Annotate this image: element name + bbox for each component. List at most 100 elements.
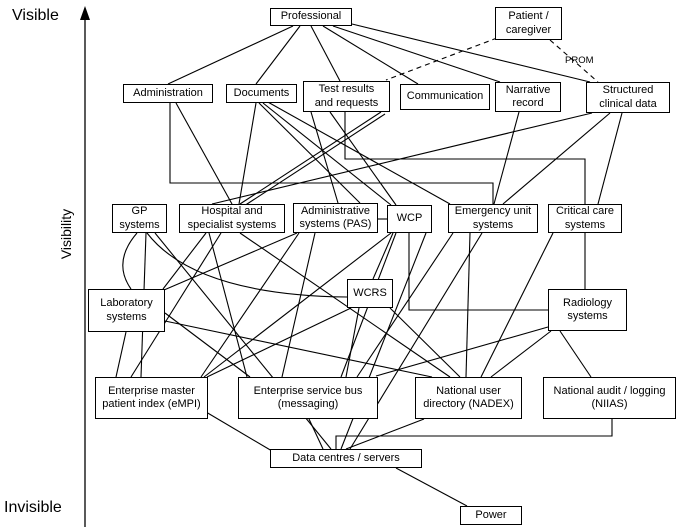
edge-pas-laboratory — [163, 232, 298, 291]
edge-esb-data-centres — [308, 418, 324, 450]
edge-wcrs-esb — [345, 307, 360, 378]
node-label: Documents — [233, 86, 290, 99]
edge-emergency-unit-nadex — [465, 232, 471, 378]
edge-structured-clinical-data-critical-care — [597, 112, 623, 205]
edge-empi-data-centres — [205, 411, 273, 452]
edge-wcrs-nadex — [389, 307, 461, 378]
edge-laboratory-empi — [115, 331, 127, 378]
edge-documents-pas — [258, 102, 361, 204]
edge-documents-wcp — [262, 102, 392, 206]
edge-professional-structured-clinical-data — [351, 23, 591, 83]
node-niias: National audit / logging(NIIAS) — [543, 377, 676, 419]
node-label: systems — [106, 310, 147, 323]
edge-professional-documents — [255, 25, 301, 85]
node-patient-caregiver: Patient /caregiver — [495, 7, 562, 40]
edge-pas-empi — [200, 232, 300, 378]
node-label: (NIIAS) — [591, 398, 628, 410]
edge-hospital-systems-empi — [130, 232, 222, 378]
edge-radiology-nadex — [490, 330, 552, 378]
edge-professional-administration — [167, 25, 294, 85]
node-label: Professional — [280, 10, 342, 23]
node-label: clinical data — [599, 97, 657, 110]
edge-nadex-data-centres — [345, 418, 425, 450]
axis-label-invisible: Invisible — [4, 499, 62, 516]
node-label: and requests — [314, 96, 379, 109]
edge-documents-emergency-unit — [265, 100, 451, 205]
edge-radiology-niias — [559, 330, 592, 378]
node-label: WCRS — [353, 286, 387, 299]
edge-radiology-esb — [375, 326, 549, 377]
node-professional: Professional — [270, 8, 352, 26]
edge-professional-narrative-record — [332, 25, 501, 83]
node-label: Administrative — [300, 204, 371, 217]
edge-wcp-wcrs — [372, 232, 394, 280]
node-label: Radiology — [563, 296, 612, 309]
edge-critical-care-nadex — [480, 232, 554, 378]
edge-wcrs-empi — [206, 307, 352, 378]
node-communication: Communication — [400, 84, 490, 110]
node-label: Narrative — [505, 83, 551, 96]
axis-label-visible: Visible — [12, 7, 59, 24]
node-wcrs: WCRS — [347, 279, 393, 308]
edge-gp-systems-wcrs — [146, 232, 348, 298]
node-label: Laboratory — [100, 297, 153, 310]
node-label: National user — [436, 384, 501, 397]
node-label: Data centres / servers — [292, 451, 400, 464]
edge-structured-clinical-data-hospital-systems — [211, 112, 593, 205]
edge-structured-clinical-data-emergency-unit — [502, 112, 611, 205]
node-power: Power — [460, 506, 522, 525]
edge-test-results-hospital-systems — [239, 111, 382, 205]
node-label: patient index (eMPI) — [102, 398, 201, 410]
edge-emergency-unit-esb — [356, 232, 454, 378]
node-label: Critical care — [555, 205, 615, 218]
node-label: specialist systems — [187, 218, 277, 231]
edge-patient-caregiver-test-results — [385, 37, 498, 81]
edge-professional-test-results — [310, 25, 341, 82]
axis-arrowhead-icon — [80, 6, 90, 20]
edge-test-results-pas — [310, 111, 339, 204]
node-label: Emergency unit — [454, 205, 532, 218]
node-label: Structured — [602, 84, 654, 97]
node-label: caregiver — [505, 23, 552, 36]
edge-gp-systems-laboratory — [122, 232, 138, 290]
node-label: systems — [119, 218, 160, 231]
edge-administration-hospital-systems — [175, 102, 233, 205]
edge-niias-data-centres — [335, 419, 613, 449]
edge-pas-esb — [281, 232, 316, 378]
node-label: Enterprise service bus — [253, 384, 363, 397]
node-label: Communication — [406, 90, 484, 103]
node-documents: Documents — [226, 84, 297, 103]
node-label: systems (PAS) — [299, 218, 372, 230]
edge-wcp-empi — [203, 232, 392, 378]
edge-administration-emergency-unit — [169, 103, 494, 204]
edge-hospital-systems-esb — [208, 232, 248, 378]
edge-wcp-radiology — [408, 233, 548, 311]
node-label: directory (NADEX) — [423, 398, 514, 410]
axis-label-visibility: Visibility — [58, 208, 74, 260]
node-label: Power — [475, 508, 507, 521]
node-label: systems — [564, 218, 606, 231]
node-administration: Administration — [123, 84, 213, 103]
node-label: GP — [131, 205, 148, 218]
node-label: WCP — [396, 212, 423, 225]
node-label: Test results — [318, 83, 375, 96]
node-label: National audit / logging — [553, 384, 666, 397]
edge-documents-hospital-systems — [238, 102, 257, 205]
node-label: Patient / — [508, 10, 549, 23]
node-wcp: WCP — [387, 205, 432, 233]
node-label: Hospital and — [201, 205, 263, 218]
node-label: systems — [567, 310, 608, 322]
node-label: Administration — [133, 86, 203, 99]
